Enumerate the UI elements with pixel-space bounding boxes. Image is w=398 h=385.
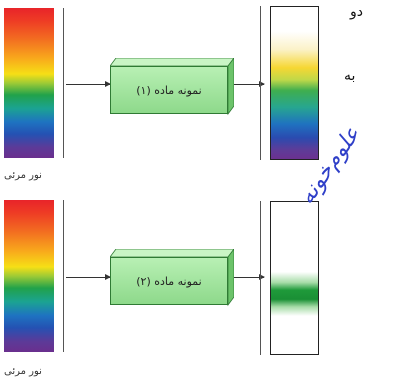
bracket-line-bottom-right <box>260 201 262 355</box>
transmitted-spectrum-1 <box>270 6 319 160</box>
source-caption-top: نور مرئی <box>4 170 42 181</box>
bracket-line-bottom-left <box>63 200 65 352</box>
source-caption-bottom: نور مرئی <box>4 366 42 377</box>
visible-light-spectrum-bottom <box>4 200 54 352</box>
transmitted-spectrum-2 <box>270 201 319 355</box>
visible-light-spectrum-top <box>4 8 54 158</box>
sample-box-2 <box>110 249 234 307</box>
arrow-to-output-1 <box>234 80 265 88</box>
sample-box-1 <box>110 58 234 116</box>
arrow-to-sample-1 <box>66 80 111 88</box>
sample-label-2: نمونه ماده (۲) <box>110 257 228 305</box>
text-fragment-2: به <box>344 68 356 84</box>
sample-label-1: نمونه ماده (۱) <box>110 66 228 114</box>
arrow-to-sample-2 <box>66 273 111 281</box>
bracket-line-top-left <box>63 8 65 158</box>
bracket-line-top-right <box>260 6 262 160</box>
arrow-to-output-2 <box>234 273 265 281</box>
text-fragment-1: دو <box>350 4 363 20</box>
